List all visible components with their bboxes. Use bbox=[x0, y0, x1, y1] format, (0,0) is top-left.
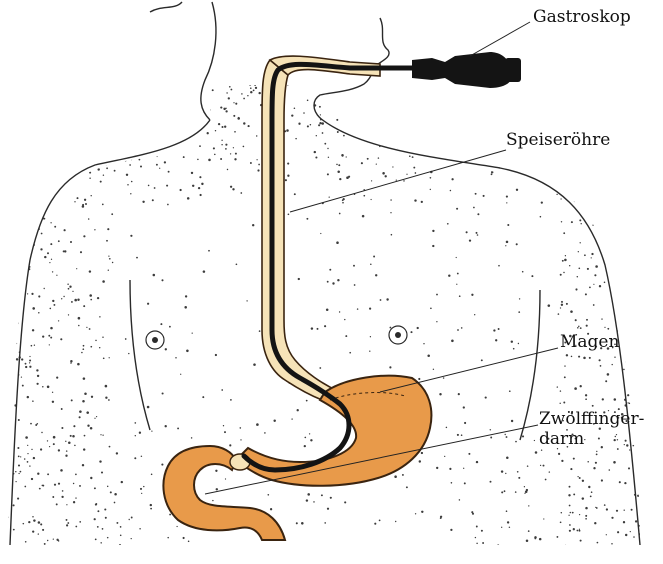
neck-left-outline bbox=[201, 2, 216, 120]
leader-speiseroehre bbox=[290, 150, 506, 212]
leader-magen bbox=[380, 348, 558, 392]
right-arm-line bbox=[520, 290, 540, 440]
gastroscope-handle bbox=[412, 52, 521, 88]
leader-gastroskop bbox=[470, 22, 530, 56]
label-zwoelffingerdarm-line2: darm bbox=[539, 430, 644, 450]
nipple-right bbox=[389, 326, 407, 344]
label-zwoelffingerdarm: Zwölffinger- darm bbox=[539, 410, 644, 449]
label-gastroskop: Gastroskop bbox=[533, 8, 631, 28]
label-magen: Magen bbox=[560, 333, 619, 353]
nipple-left bbox=[146, 331, 164, 349]
head-outline bbox=[150, 2, 182, 12]
label-zwoelffingerdarm-line1: Zwölffinger- bbox=[539, 410, 644, 430]
label-speiseroehre: Speiseröhre bbox=[506, 131, 610, 151]
